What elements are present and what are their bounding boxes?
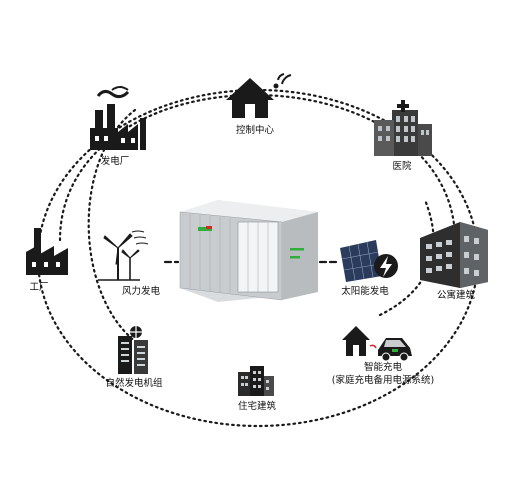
factory-icon <box>26 228 68 275</box>
left-inner-arc <box>87 108 142 347</box>
residential-label: 住宅建筑 <box>237 401 277 412</box>
natural-gen-cabinet-label: 自然发电机组 <box>105 378 163 389</box>
smart-charging-label: 智能充电 <box>363 362 403 373</box>
right-inner-arc <box>378 198 435 317</box>
control-center-label: 控制中心 <box>235 125 275 136</box>
solar-power-label: 太阳能发电 <box>341 286 389 297</box>
generator-cabinet-icon <box>118 326 148 374</box>
wind-turbine-icon <box>98 230 149 281</box>
hospital-icon <box>374 100 432 156</box>
smart-charging-sublabel: (家庭充电备用电源系统) <box>331 375 435 386</box>
solar-panel-icon <box>340 240 398 282</box>
house-icon <box>226 73 292 118</box>
power-plant-label: 发电厂 <box>100 156 130 167</box>
wind-power-label: 风力发电 <box>121 286 161 297</box>
hospital-label: 医院 <box>392 161 412 172</box>
apartment-icon <box>420 222 488 288</box>
apartment-label: 公寓建筑 <box>436 290 476 301</box>
energy-storage-container <box>179 200 318 302</box>
ev-charging-icon <box>342 326 412 362</box>
power-plant-icon <box>90 86 146 150</box>
residential-building-icon <box>238 366 274 396</box>
factory-label: 工厂 <box>29 282 49 293</box>
